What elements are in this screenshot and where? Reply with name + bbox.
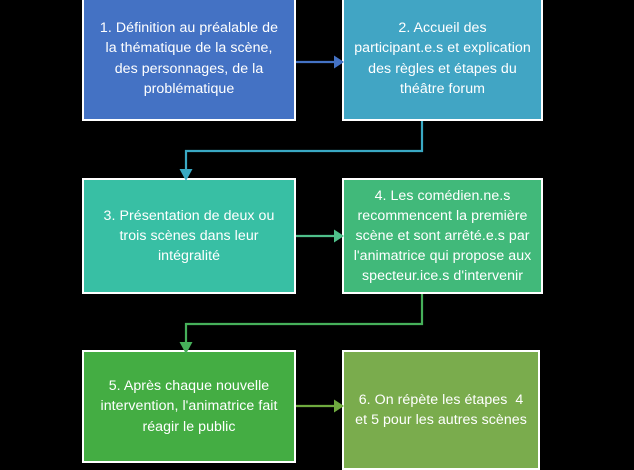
flowchart-node-4-label: 4. Les comédien.ne.s recommencent la pre… bbox=[353, 187, 536, 285]
flowchart-node-5[interactable]: 5. Après chaque nouvelle intervention, l… bbox=[82, 350, 296, 463]
flowchart-node-3[interactable]: 3. Présentation de deux ou trois scènes … bbox=[82, 178, 296, 294]
connector-arrow-2-to-3 bbox=[178, 121, 430, 181]
connector-arrow-4-to-5 bbox=[178, 294, 430, 354]
flowchart-node-6[interactable]: 6. On répète les étapes 4 et 5 pour les … bbox=[342, 350, 540, 470]
connector-arrow-5-to-6 bbox=[296, 392, 344, 420]
flowchart-node-2[interactable]: 2. Accueil des participant.e.s et explic… bbox=[342, 0, 543, 121]
flowchart-node-1[interactable]: 1. Définition au préalable de la thémati… bbox=[82, 0, 296, 121]
flowchart-node-4[interactable]: 4. Les comédien.ne.s recommencent la pre… bbox=[342, 178, 543, 294]
flowchart-node-3-label: 3. Présentation de deux ou trois scènes … bbox=[103, 207, 279, 265]
flowchart-node-2-label: 2. Accueil des participant.e.s et explic… bbox=[354, 20, 535, 97]
flowchart-node-1-label: 1. Définition au préalable de la thémati… bbox=[99, 20, 283, 97]
flowchart-node-6-label: 6. On répète les étapes 4 et 5 pour les … bbox=[355, 391, 528, 428]
flowchart-node-5-label: 5. Après chaque nouvelle intervention, l… bbox=[100, 378, 282, 435]
connector-arrow-1-to-2 bbox=[296, 48, 344, 76]
connector-arrow-3-to-4 bbox=[296, 222, 344, 250]
